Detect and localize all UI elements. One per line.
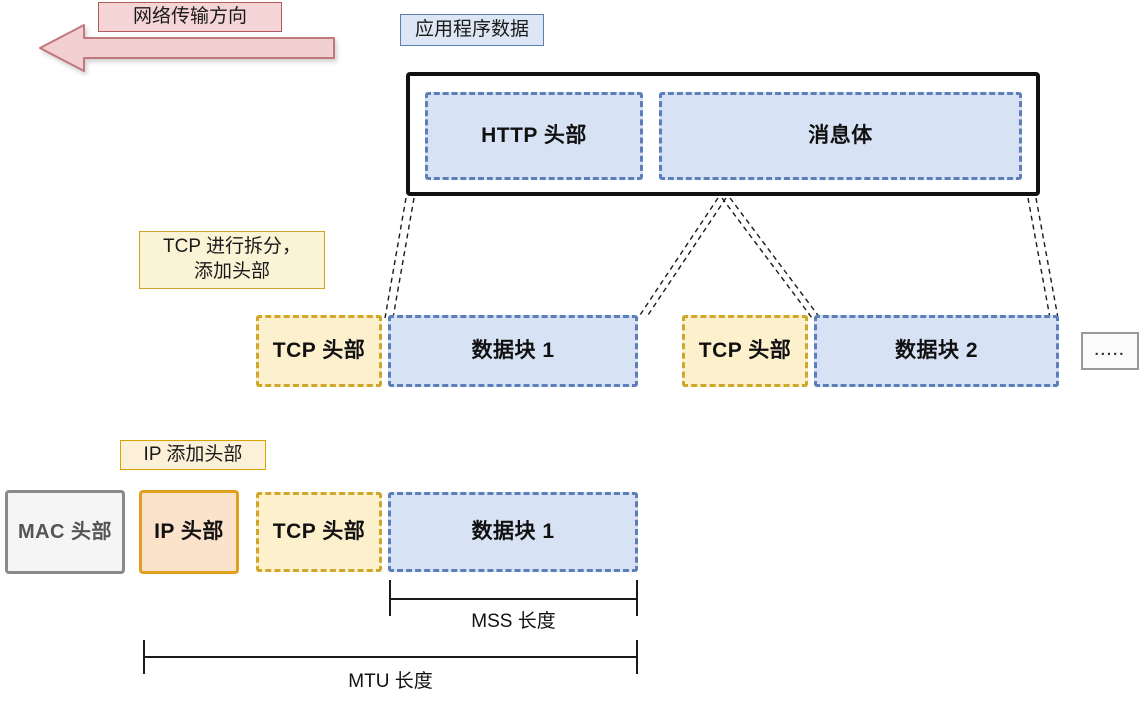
ip-header-block: IP 头部 [139, 490, 239, 574]
tcp-note-line-2: 添加头部 [193, 261, 270, 282]
transmission-direction-arrow [36, 22, 336, 74]
mac-header-block: MAC 头部 [5, 490, 125, 574]
more-blocks-ellipsis: ..... [1081, 332, 1139, 370]
message-body-block: 消息体 [659, 92, 1022, 180]
tcp-header-block-1: TCP 头部 [256, 315, 382, 387]
application-data-label: 应用程序数据 [400, 14, 544, 46]
mtu-rule-line [143, 656, 638, 658]
mss-length-label: MSS 长度 [471, 611, 556, 632]
http-header-block: HTTP 头部 [425, 92, 643, 180]
arrow-shape-icon [39, 24, 335, 72]
tcp-note-line-1: TCP 进行拆分， [163, 236, 301, 258]
data-block-1-network: 数据块 1 [388, 492, 638, 572]
tcp-header-block-2: TCP 头部 [682, 315, 808, 387]
data-block-2-transport: 数据块 2 [814, 315, 1059, 387]
tcp-split-note: TCP 进行拆分， 添加头部 [139, 231, 325, 289]
mss-rule-line [389, 598, 638, 600]
mtu-length-label: MTU 长度 [348, 671, 433, 692]
data-block-1-transport: 数据块 1 [388, 315, 638, 387]
direction-label: 网络传输方向 [98, 2, 282, 32]
ip-header-note: IP 添加头部 [120, 440, 266, 470]
tcp-header-block-3: TCP 头部 [256, 492, 382, 572]
